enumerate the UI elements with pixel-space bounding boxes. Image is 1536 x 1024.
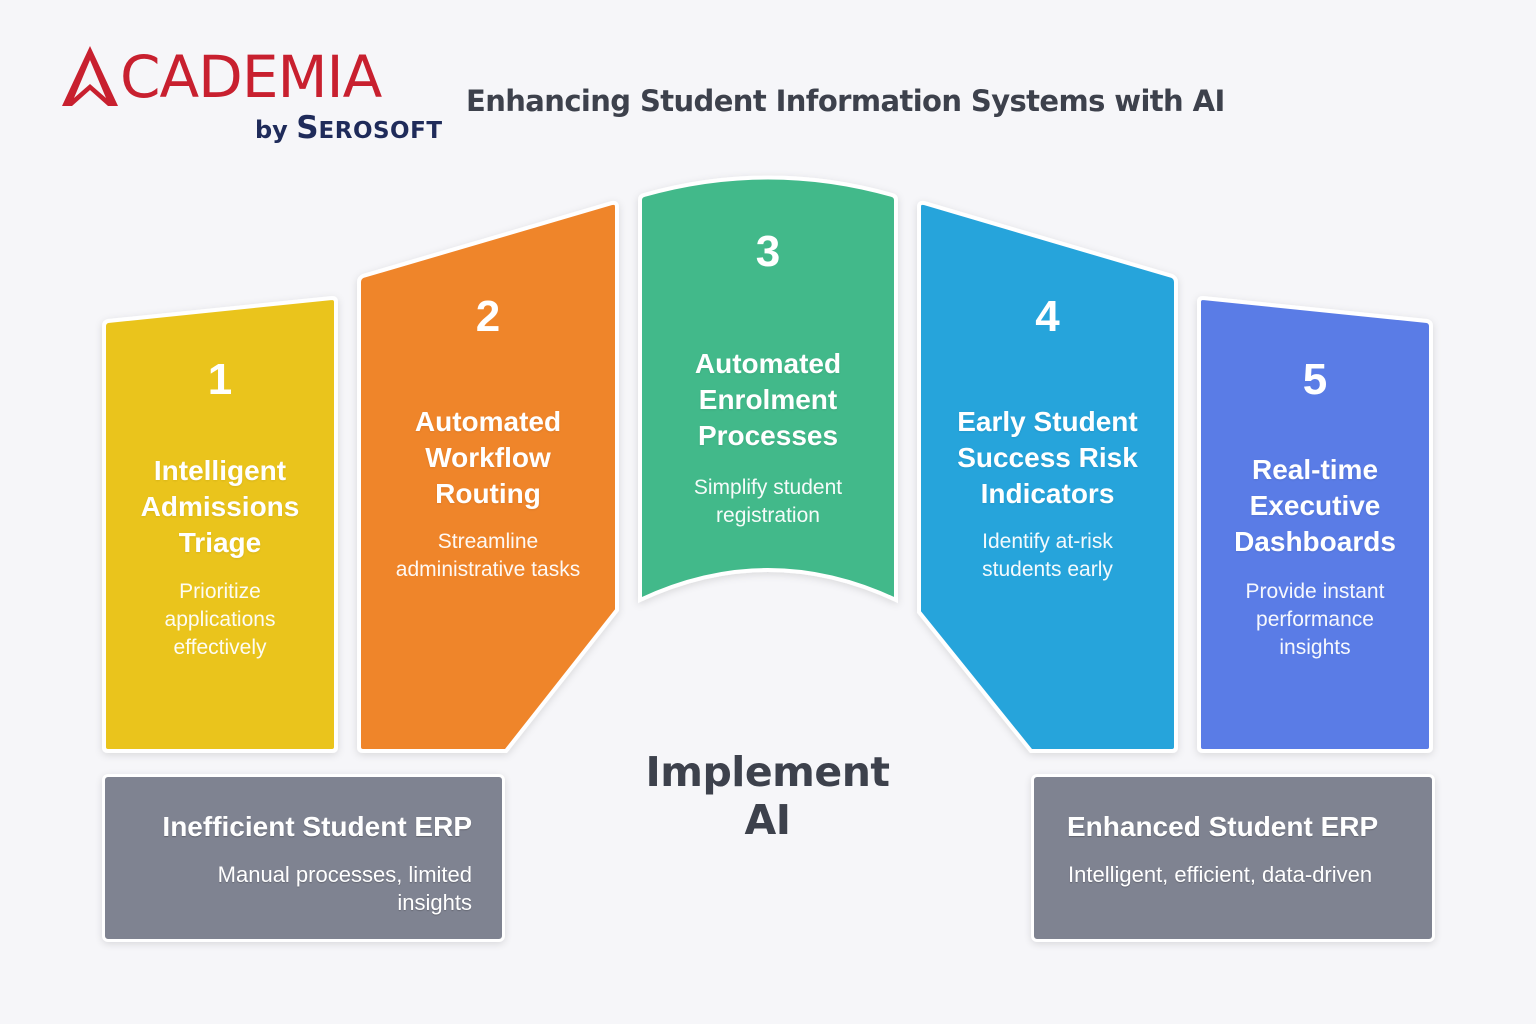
step-title-line: Intelligent [153,455,287,486]
step-title-line: Processes [697,420,839,451]
step-number: 2 [475,292,501,341]
step-title-line: Enrolment [698,384,838,415]
step-description: Identify at-risk students early [919,528,1176,584]
card-1-shape [102,295,338,753]
step-title: Automated Workflow Routing [359,404,617,512]
implement-ai-label: Implement AI [645,748,890,844]
before-erp-title: Inefficient Student ERP [162,811,472,842]
step-number: 5 [1302,355,1328,404]
step-desc-line: registration [716,504,820,527]
step-title-line: Early Student [957,406,1138,437]
after-erp-box: Enhanced Student ERP Intelligent, effici… [1031,774,1435,942]
step-title-line: Dashboards [1234,526,1396,557]
step-desc-line: Identify at-risk [982,530,1113,553]
step-title-line: Routing [435,478,541,509]
step-card-2: 2 Automated Workflow Routing Streamline … [359,200,617,750]
step-number: 3 [755,227,781,276]
step-desc-line: administrative tasks [395,558,581,581]
step-desc-line: Prioritize [179,580,261,603]
card-3-shape [638,175,898,604]
after-desc-line: Intelligent, efficient, data-driven [1068,862,1373,887]
after-erp-description: Intelligent, efficient, data-driven [1068,861,1372,889]
logo-byline: by SEROSOFT [255,110,443,146]
step-description: Provide instant performance insights [1199,578,1431,662]
step-title-line: Workflow [425,442,551,473]
step-title: Intelligent Admissions Triage [104,453,336,561]
step-title: Automated Enrolment Processes [640,346,896,454]
before-erp-box: Inefficient Student ERP Manual processes… [102,774,505,942]
step-title-line: Success Risk [957,442,1138,473]
step-title-line: Real-time [1251,454,1379,485]
step-desc-line: effectively [173,636,267,659]
step-desc-line: Streamline [437,530,539,553]
logo-text: CADEMIA [120,43,382,111]
step-title-line: Admissions [140,491,300,522]
step-desc-line: students early [982,558,1113,581]
step-number: 1 [207,355,233,404]
step-desc-line: performance [1256,608,1374,631]
step-title-line: Automated [414,406,562,437]
step-description: Simplify student registration [640,474,896,530]
step-title-line: Automated [694,348,842,379]
step-number: 4 [1035,292,1060,341]
logo-brand-initial: S [296,110,319,146]
step-desc-line: Simplify student [693,476,843,499]
logo-by-text: by [255,116,288,144]
card-4-shape [917,200,1178,753]
step-title: Early Student Success Risk Indicators [919,404,1176,512]
page-title: Enhancing Student Information Systems wi… [466,84,1225,118]
step-title: Real-time Executive Dashboards [1199,452,1431,560]
academia-logo: CADEMIA by SEROSOFT [62,24,442,154]
step-desc-line: insights [1279,636,1351,659]
step-desc-line: Provide instant [1245,580,1385,603]
step-card-1: 1 Intelligent Admissions Triage Prioriti… [104,300,336,750]
before-desc-line: insights [397,890,472,915]
step-card-3: 3 Automated Enrolment Processes Simplify… [640,180,896,600]
before-erp-description: Manual processes, limited insights [218,861,472,917]
step-title-line: Triage [178,527,262,558]
logo-brand-rest: EROSOFT [318,118,443,144]
card-2-shape [357,200,619,753]
step-title-line: Indicators [980,478,1115,509]
step-card-4: 4 Early Student Success Risk Indicators … [919,200,1176,750]
card-5-shape [1197,295,1433,753]
step-title-line: Executive [1249,490,1381,521]
step-card-5: 5 Real-time Executive Dashboards Provide… [1199,300,1431,750]
after-erp-title: Enhanced Student ERP [1067,811,1379,842]
step-description: Streamline administrative tasks [359,528,617,584]
before-desc-line: Manual processes, limited [217,862,472,887]
logo-a-mark-icon [62,46,118,106]
step-desc-line: applications [164,608,276,631]
step-description: Prioritize applications effectively [104,578,336,662]
logo-wordmark: CADEMIA [62,46,382,106]
